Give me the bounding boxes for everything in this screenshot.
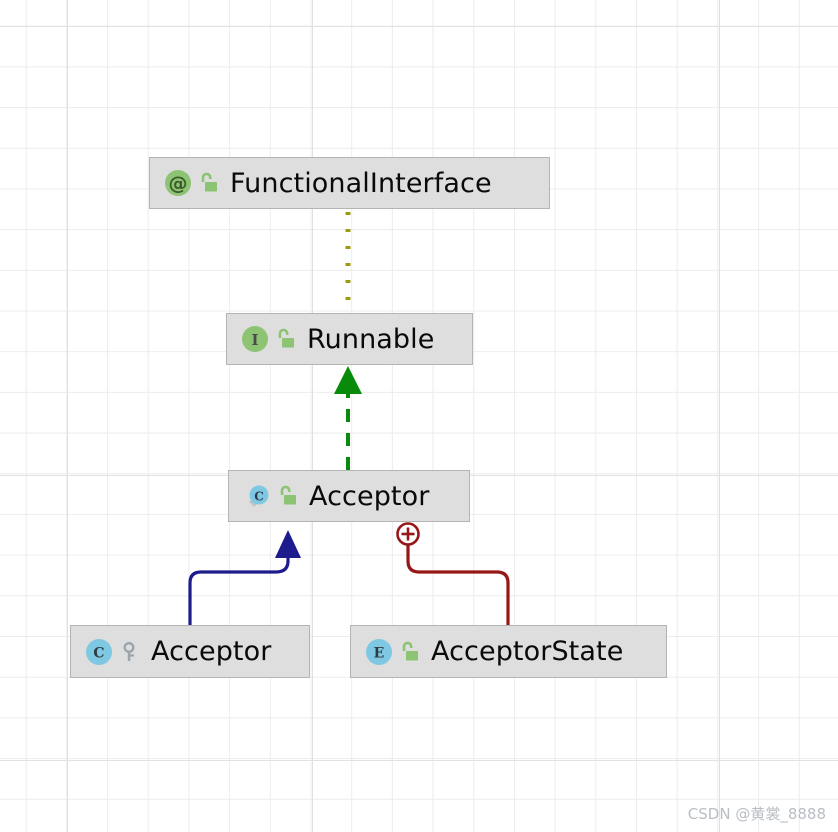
svg-text:E: E bbox=[374, 645, 385, 661]
uml-node-acceptor-private[interactable]: C Acceptor bbox=[70, 625, 310, 678]
class-c-icon: C bbox=[85, 638, 113, 666]
uml-node-label: Acceptor bbox=[309, 480, 430, 512]
uml-node-label: Runnable bbox=[307, 323, 435, 355]
unlocked-padlock-icon bbox=[277, 485, 297, 507]
uml-node-acceptor-abstract[interactable]: C Acceptor bbox=[228, 470, 470, 522]
grid-major-line-horizontal bbox=[0, 26, 838, 27]
key-icon bbox=[119, 641, 139, 663]
uml-node-acceptor-state[interactable]: E AcceptorState bbox=[350, 625, 667, 678]
unlocked-padlock-icon bbox=[198, 172, 218, 194]
uml-node-label: FunctionalInterface bbox=[230, 167, 492, 199]
nesting-line bbox=[406, 545, 510, 625]
realization-arrowhead bbox=[334, 366, 362, 394]
unlocked-padlock-icon bbox=[275, 328, 295, 350]
abstract-class-c-icon: C bbox=[243, 482, 271, 510]
uml-node-label: Acceptor bbox=[151, 636, 272, 667]
svg-text:@: @ bbox=[169, 173, 188, 195]
csdn-watermark: CSDN @黄裳_8888 bbox=[687, 805, 826, 823]
svg-text:C: C bbox=[254, 490, 264, 504]
uml-node-runnable[interactable]: I Runnable bbox=[226, 313, 473, 365]
svg-text:C: C bbox=[93, 645, 104, 661]
grid-major-line-vertical bbox=[312, 0, 313, 832]
svg-text:I: I bbox=[251, 331, 258, 349]
grid-major-line-vertical bbox=[719, 0, 720, 832]
edge-inheritance-link bbox=[188, 530, 301, 625]
uml-node-functional-interface[interactable]: @ FunctionalInterface bbox=[149, 157, 550, 209]
edge-realization-link bbox=[334, 366, 362, 470]
interface-i-icon: I bbox=[241, 325, 269, 353]
edge-nesting-link bbox=[396, 522, 510, 625]
nesting-circle-plus-icon bbox=[396, 522, 420, 546]
grid-major-line-horizontal bbox=[0, 760, 838, 761]
inheritance-arrowhead bbox=[275, 530, 301, 558]
uml-node-label: AcceptorState bbox=[431, 636, 624, 667]
grid-major-line-vertical bbox=[67, 0, 68, 832]
enum-e-icon: E bbox=[365, 638, 393, 666]
unlocked-padlock-icon bbox=[399, 641, 419, 663]
annotation-at-icon: @ bbox=[164, 169, 192, 197]
inheritance-line bbox=[188, 556, 290, 625]
